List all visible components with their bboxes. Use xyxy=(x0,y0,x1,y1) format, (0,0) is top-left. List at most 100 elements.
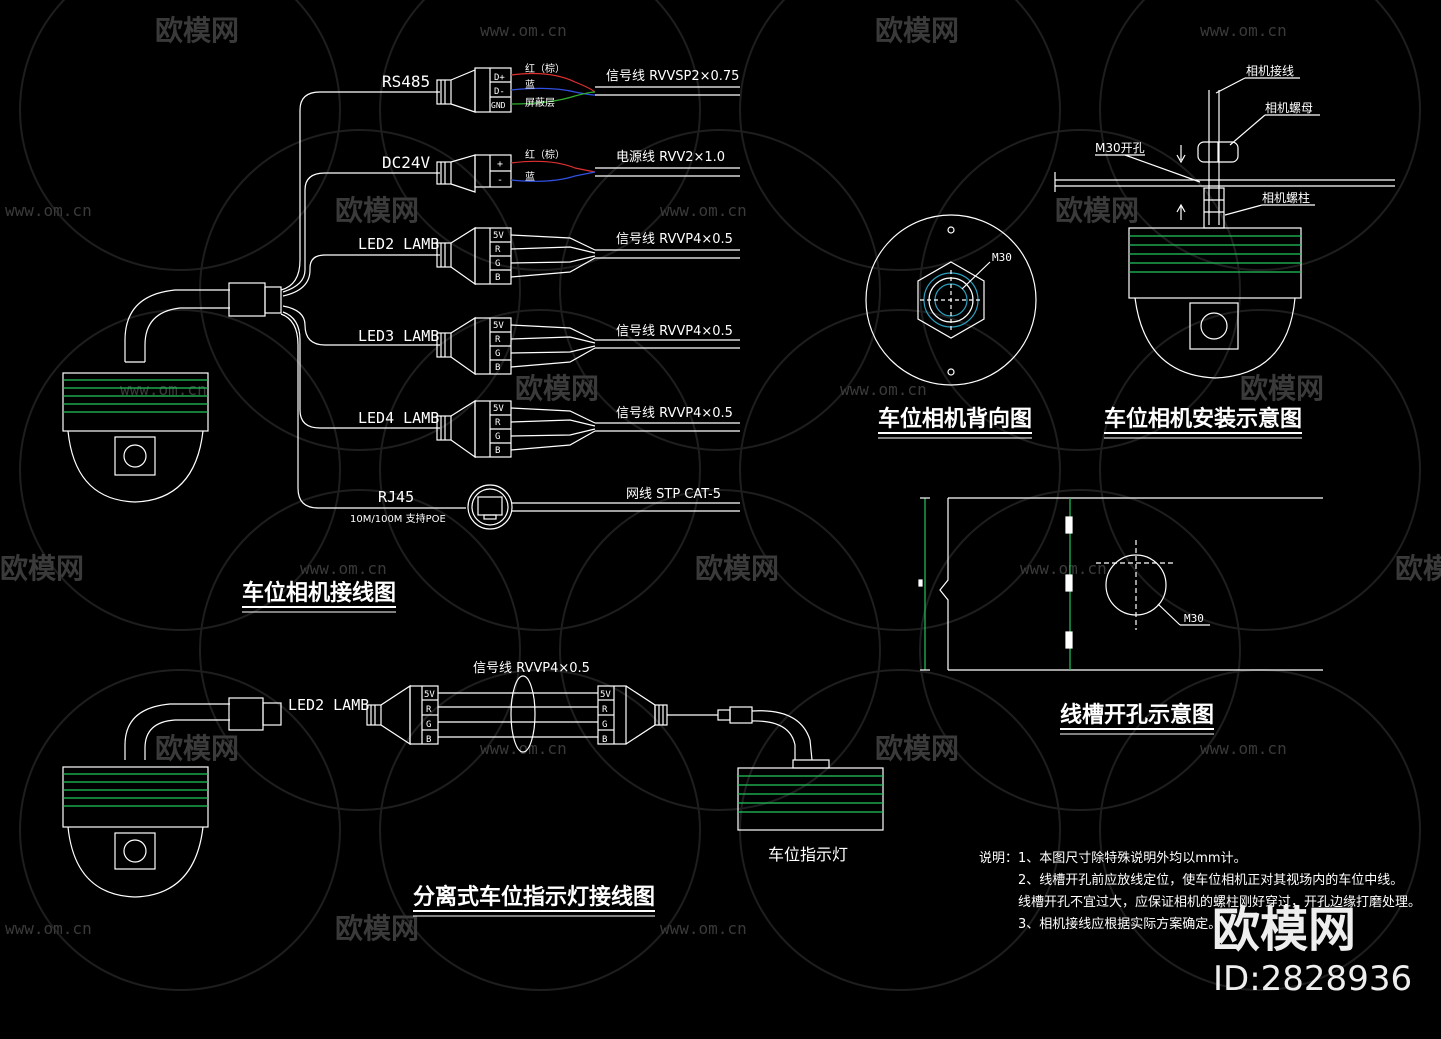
wire-color-label: 蓝 xyxy=(525,79,535,91)
pin-label: 5V xyxy=(600,690,611,700)
note-line: 2、线槽开孔前应放线定位，使车位相机正对其视场内的车位中线。 xyxy=(1018,872,1403,888)
wire-color-label: 屏蔽层 xyxy=(525,97,555,109)
watermark-url: www.om.cn xyxy=(5,919,92,938)
pin-label: G xyxy=(495,432,500,442)
watermark-brand: 欧模网 xyxy=(875,14,959,47)
watermark-brand: 欧模网 xyxy=(0,552,84,585)
watermark-id: ID:2828936 xyxy=(1213,959,1412,999)
led2-connector xyxy=(436,226,740,286)
trough-m30-label: M30 xyxy=(1184,612,1204,625)
pin-label: G xyxy=(495,349,500,359)
rs485-label: RS485 xyxy=(382,72,430,91)
install-label-hole: M30开孔 xyxy=(1095,141,1145,155)
pin-label: 5V xyxy=(493,404,504,414)
wiring-diagram xyxy=(62,67,740,530)
trough-title: 线槽开孔示意图 xyxy=(1060,702,1214,728)
pin-label: GND xyxy=(491,101,506,110)
lamp-label: 车位指示灯 xyxy=(768,845,848,864)
install-label-stud: 相机螺柱 xyxy=(1262,190,1310,205)
pin-label: G xyxy=(602,720,607,730)
back-view-diagram xyxy=(865,214,1037,386)
back-view-m30-label: M30 xyxy=(992,251,1012,264)
notes-block: 说明：1、本图尺寸除特殊说明外均以mm计。 2、线槽开孔前应放线定位，使车位相机… xyxy=(979,851,1421,932)
watermark-brand: 欧模网 xyxy=(515,372,599,405)
pin-label: R xyxy=(495,335,501,345)
led3-label: LED3 LAMB xyxy=(358,327,439,345)
wire-color-label: 红（棕） xyxy=(525,62,565,75)
rj45-connector xyxy=(467,484,740,530)
pin-label: B xyxy=(426,735,431,745)
note-line: 线槽开孔不宜过大，应保证相机的螺柱刚好穿过，开孔边缘打磨处理。 xyxy=(1018,894,1421,910)
watermark-url: www.om.cn xyxy=(660,919,747,938)
pin-label: 5V xyxy=(424,690,435,700)
watermark-url: www.om.cn xyxy=(480,739,567,758)
rs485-connector xyxy=(436,67,740,113)
watermark-big-brand: 欧模网 xyxy=(1212,902,1356,958)
led4-connector xyxy=(436,399,740,459)
wiring-title: 车位相机接线图 xyxy=(242,580,396,606)
install-diagram xyxy=(1054,77,1395,379)
separate-led-label: LED2 LAMB xyxy=(288,696,369,714)
pin-label: B xyxy=(495,273,500,283)
watermark-url: www.om.cn xyxy=(1020,559,1107,578)
watermark-brand: 欧模网 xyxy=(155,14,239,47)
pin-label: R xyxy=(602,705,608,715)
watermark-url: www.om.cn xyxy=(840,380,927,399)
pin-label: R xyxy=(426,705,432,715)
watermark-brand: 欧模网 xyxy=(875,732,959,765)
separate-wiring-labels: LED2 LAMB 信号线 RVVP4×0.5 5V R G B 5V R G … xyxy=(288,661,848,910)
pin-label: D- xyxy=(494,87,505,97)
watermark-url: www.om.cn xyxy=(660,201,747,220)
dome-camera-1 xyxy=(62,282,282,503)
cable-label: 电源线 RVV2×1.0 xyxy=(616,150,725,165)
watermark-brand: 欧模网 xyxy=(1395,552,1441,585)
watermark-brand: 欧模网 xyxy=(335,912,419,945)
watermark-url: www.om.cn xyxy=(480,21,567,40)
watermark-brand: 欧模网 xyxy=(335,194,419,227)
install-title: 车位相机安装示意图 xyxy=(1104,406,1302,432)
pin-label: 5V xyxy=(493,231,504,241)
pin-label: - xyxy=(497,175,503,186)
watermark-url: www.om.cn xyxy=(5,201,92,220)
pin-label: D+ xyxy=(494,73,505,83)
trough-diagram xyxy=(918,497,1323,671)
pin-label: B xyxy=(602,735,607,745)
wiring-labels: RS485 D+ D- GND 红（棕） 蓝 屏蔽层 信号线 RVVSP2×0.… xyxy=(242,62,739,606)
cable-label: 网线 STP CAT-5 xyxy=(626,487,721,502)
pin-label: R xyxy=(495,418,501,428)
watermark-brand: 欧模网 xyxy=(155,732,239,765)
separate-title: 分离式车位指示灯接线图 xyxy=(413,884,655,910)
wire-color-label: 红（棕） xyxy=(525,148,565,161)
watermark-url: www.om.cn xyxy=(1200,739,1287,758)
dc24v-connector xyxy=(436,154,740,193)
led2-label: LED2 LAMB xyxy=(358,235,439,253)
watermark-logo: 欧模网 ID:2828936 xyxy=(1212,902,1412,999)
rj45-sub-label: 10M/100M 支持POE xyxy=(350,512,446,525)
watermark-brand: 欧模网 xyxy=(1240,372,1324,405)
watermark-url: www.om.cn xyxy=(120,380,207,399)
note-line: 说明：1、本图尺寸除特殊说明外均以mm计。 xyxy=(979,851,1247,866)
separate-cable-label: 信号线 RVVP4×0.5 xyxy=(473,661,590,676)
pin-label: B xyxy=(495,446,500,456)
wire-color-label: 蓝 xyxy=(525,171,535,183)
watermark-layer xyxy=(19,0,1421,991)
pin-label: + xyxy=(497,159,503,170)
watermark-text-layer: 欧模网 欧模网 www.om.cn www.om.cn 欧模网 欧模网 www.… xyxy=(0,14,1441,945)
dc24v-label: DC24V xyxy=(382,153,431,172)
watermark-brand: 欧模网 xyxy=(695,552,779,585)
cable-label: 信号线 RVVP4×0.5 xyxy=(616,406,733,421)
cable-label: 信号线 RVVP4×0.5 xyxy=(616,324,733,339)
note-line: 3、相机接线应根据实际方案确定。 xyxy=(1018,916,1221,932)
cable-label: 信号线 RVVP4×0.5 xyxy=(616,232,733,247)
back-view-title: 车位相机背向图 xyxy=(878,406,1032,432)
pin-label: R xyxy=(495,245,501,255)
pin-label: B xyxy=(495,363,500,373)
install-label-nut: 相机螺母 xyxy=(1265,101,1313,115)
pin-label: G xyxy=(495,259,500,269)
cable-label: 信号线 RVVSP2×0.75 xyxy=(606,69,739,84)
watermark-brand: 欧模网 xyxy=(1055,194,1139,227)
watermark-url: www.om.cn xyxy=(300,559,387,578)
install-label-wire: 相机接线 xyxy=(1246,63,1294,78)
pin-label: 5V xyxy=(493,321,504,331)
